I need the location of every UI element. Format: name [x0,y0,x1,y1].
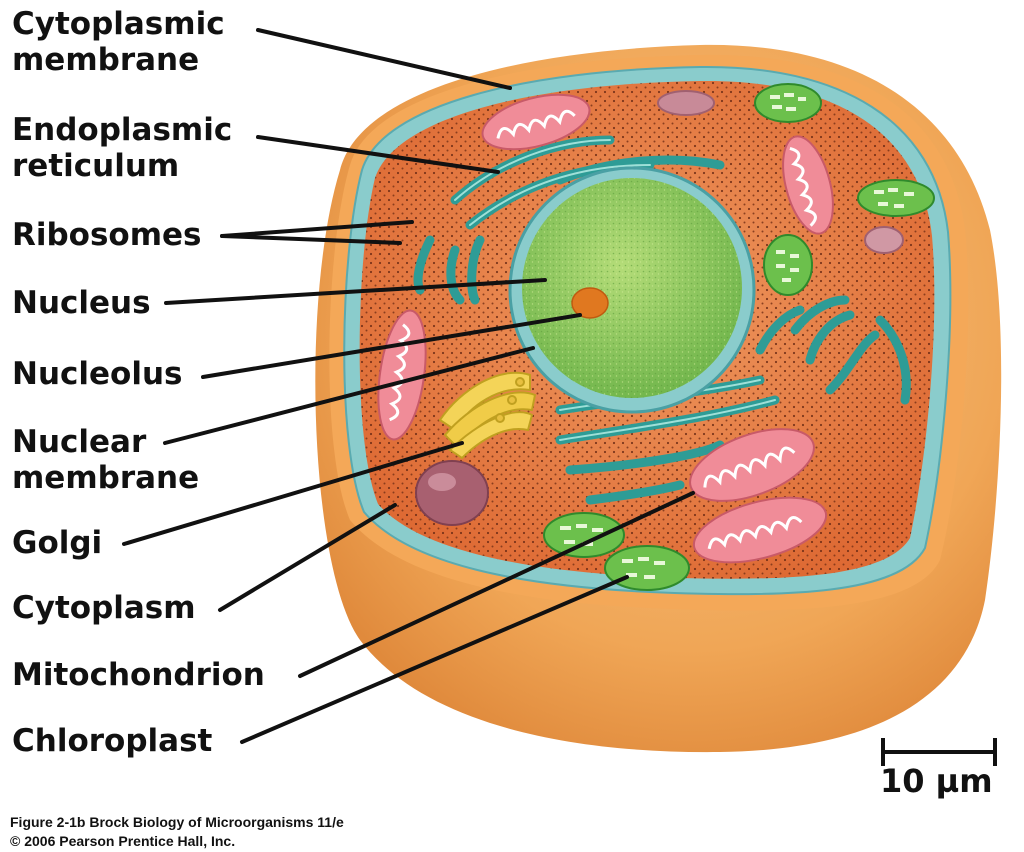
scale-bar [881,738,997,766]
label-mitochondrion: Mitochondrion [12,657,265,693]
vacuole-highlight [428,473,456,491]
leader-endoplasmic-reticulum [256,135,500,174]
label-golgi: Golgi [12,525,103,561]
nucleolus [571,287,609,319]
leader-chloroplast [240,575,629,744]
scale-bar-label: 10 µm [880,762,993,800]
label-endoplasmic-reticulum: Endoplasmic reticulum [12,112,232,184]
vacuole [415,460,489,526]
label-ribosomes: Ribosomes [12,217,202,253]
leader-mitochondrion [298,491,695,678]
leader-nucleolus [201,313,582,379]
chloroplast-3 [763,234,813,296]
mitochondrion-4 [689,428,815,502]
leader-cytoplasm [218,503,397,612]
nucleus-texture [522,178,742,398]
leader-ribosomes-2 [220,234,402,245]
label-line: membrane [12,460,200,496]
golgi-apparatus [438,371,537,460]
label-chloroplast: Chloroplast [12,723,213,759]
label-line: Nuclear [12,424,147,460]
label-cytoplasm: Cytoplasm [12,590,196,626]
label-nucleus: Nucleus [12,285,151,321]
label-nucleolus: Nucleolus [12,356,183,392]
chloroplast-1 [754,83,822,123]
leader-nucleus [164,278,547,305]
figure-caption: Figure 2-1b Brock Biology of Microorgani… [10,813,344,851]
leader-lines [122,28,695,744]
label-line: reticulum [12,148,180,184]
label-line: Endoplasmic [12,112,233,148]
vesicle-1 [657,90,715,116]
caption-line-2: © 2006 Pearson Prentice Hall, Inc. [10,833,236,849]
mitochondrion-2 [782,135,834,235]
chloroplast-4 [543,512,625,558]
caption-line-1: Figure 2-1b Brock Biology of Microorgani… [10,814,344,830]
leader-nuclear-membrane [163,346,535,445]
label-nuclear-membrane: Nuclear membrane [12,424,199,496]
leader-cytoplasmic-membrane [256,28,512,90]
chloroplast-2 [857,179,935,217]
leader-golgi [122,441,464,546]
chloroplasts [543,83,935,591]
leader-ribosomes-1 [220,220,414,238]
vesicle-2 [864,226,904,254]
chloroplast-5 [604,545,690,591]
label-line: membrane [12,42,200,78]
mitochondrion-1 [481,93,591,151]
mitochondrion-5 [692,496,828,564]
label-cytoplasmic-membrane: Cytoplasmic membrane [12,6,225,78]
label-line: Cytoplasmic [12,6,225,42]
